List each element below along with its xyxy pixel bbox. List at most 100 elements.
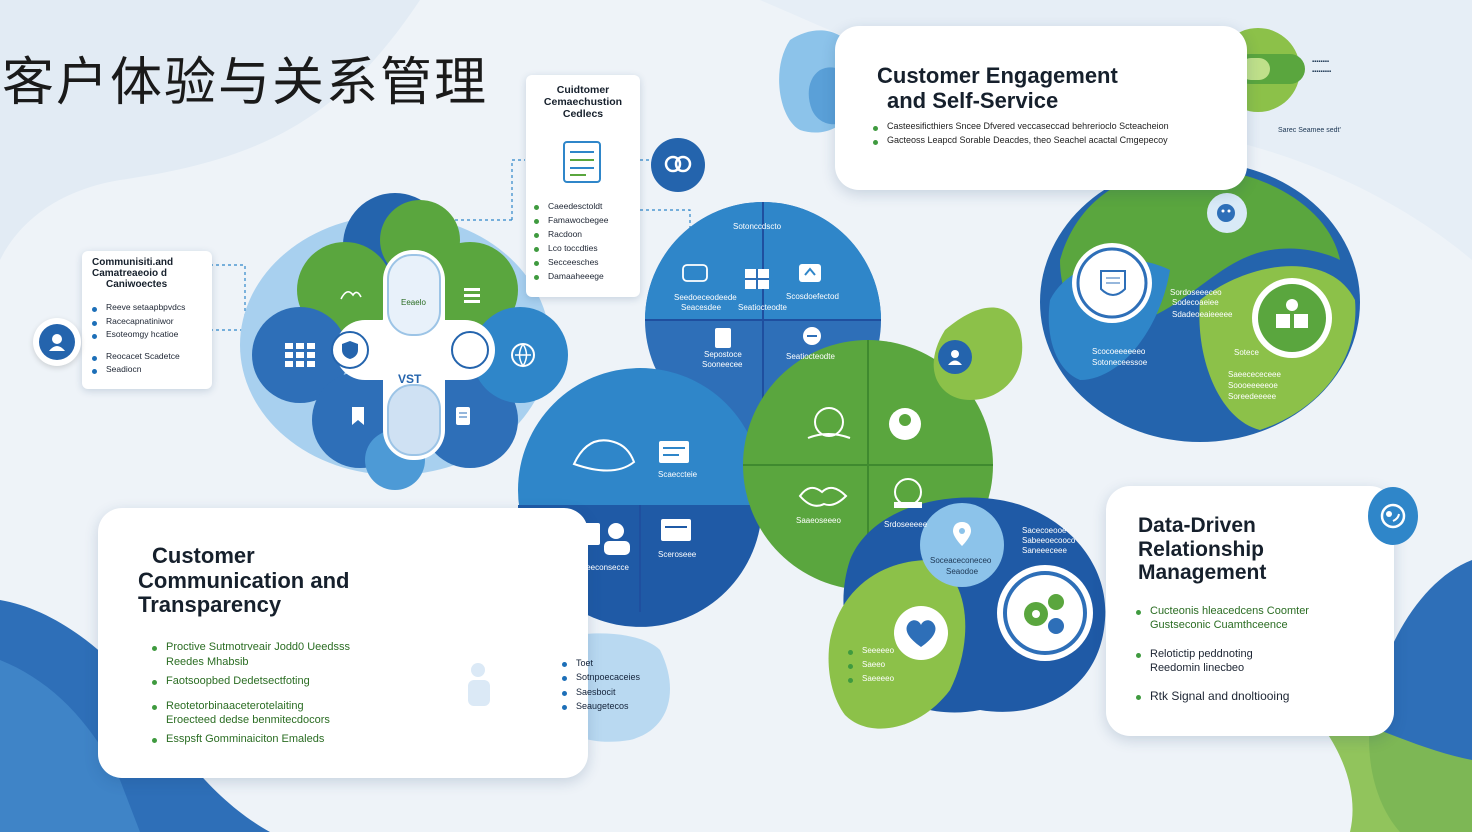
data-driven-title-line3: Management bbox=[1138, 561, 1267, 585]
feedback-card: Cuidtomer Cemaechustion Cedlecs Caeedesc… bbox=[526, 75, 640, 297]
engagement-title-line2: and Self-Service bbox=[887, 87, 1059, 113]
channels-bullet: Seadiocn bbox=[90, 363, 185, 377]
feedback-bullet: Racdoon bbox=[532, 227, 608, 241]
channels-card-title: Communisiti.and Camatreaeoio d Caniwoect… bbox=[92, 257, 173, 291]
engagement-card-title: Customer Engagement and Self-Service bbox=[877, 63, 1118, 113]
lower-pin-label2: Seaodoe bbox=[946, 567, 979, 576]
communication-card-title: Customer Communication and Transparency bbox=[138, 543, 349, 618]
gears-icon bbox=[1010, 580, 1080, 646]
data-driven-bullet: Cucteonis hleacedcens Coomter Gustseconi… bbox=[1134, 604, 1309, 633]
channels-bullet: Reocacet Scadetce bbox=[90, 350, 185, 364]
communication-pill-list: Toet Sotnpoecaceies Saesbocit Seaugeteco… bbox=[560, 656, 640, 714]
right-circle-a4-label: Saeecececeee bbox=[1228, 370, 1281, 379]
checklist-icon bbox=[559, 139, 605, 185]
feedback-bullet: Famawocbegee bbox=[532, 213, 608, 227]
channels-title-line2: Camatreaeoio d bbox=[92, 268, 168, 280]
blue-circle-q2-label: Seatiocteodte bbox=[738, 303, 787, 312]
right-circle-cluster bbox=[933, 162, 1360, 442]
lower-pin-label: Soceaceconeceo bbox=[930, 556, 992, 565]
chat-icon bbox=[798, 324, 826, 350]
channels-card: Communisiti.and Camatreaeoio d Caniwoect… bbox=[82, 251, 212, 389]
screen-alert-icon bbox=[796, 260, 824, 286]
engagement-title-line1: Customer Engagement bbox=[877, 63, 1118, 88]
pill-item: Saesbocit bbox=[560, 685, 640, 699]
support-agent-icon bbox=[33, 318, 81, 366]
bookmark-icon bbox=[348, 404, 368, 428]
channels-bullet: Reeve setaapbpvdcs bbox=[90, 301, 185, 315]
blue-circle-q4-label: Seatiocteodte bbox=[786, 352, 835, 361]
heart-icon bbox=[900, 614, 942, 652]
brain-icon-badge bbox=[1368, 487, 1418, 545]
feedback-title-line3: Cedlecs bbox=[562, 107, 604, 120]
lower-green-item: Saeeo bbox=[846, 658, 894, 672]
engagement-bullet-list: Casteesificthiers Sncee Dfvered veccasec… bbox=[871, 120, 1169, 147]
communication-bullet-list: Proctive Sutmotrveair Jodd0 Ueedsss Reed… bbox=[150, 640, 350, 747]
right-circle-a6-label: Soreedeeeee bbox=[1228, 392, 1277, 401]
data-driven-card: Data-Driven Relationship Management Cuct… bbox=[1106, 486, 1394, 736]
blue-circle-q3-label: Sepostoce bbox=[704, 350, 742, 359]
communication-title-line3: Transparency bbox=[138, 592, 282, 618]
backdrop-shape-left bbox=[0, 0, 420, 260]
right-circle-a1-label: Scocoeeeeeeo bbox=[1092, 347, 1146, 356]
lower-green-list: Seeeeeo Saeeo Saeeeeo bbox=[846, 644, 894, 686]
right-circle-a3-label: Sotece bbox=[1234, 348, 1259, 357]
data-driven-bullet-line: Rtk Signal and dnoltiooing bbox=[1150, 689, 1290, 704]
right-circle-top-label: Sordoseeeceo bbox=[1170, 288, 1222, 297]
data-driven-title-line1: Data-Driven bbox=[1138, 514, 1256, 537]
shield-icon bbox=[338, 338, 362, 362]
center-gl-label: Saaeoseeeo bbox=[796, 516, 841, 525]
ticket-icon bbox=[656, 438, 692, 466]
team-globe-icon bbox=[882, 400, 928, 448]
blue-circle-q1-label: Seedoeceodeede bbox=[674, 293, 737, 302]
right-circle-a2-label: Sotoneceessoe bbox=[1092, 358, 1148, 367]
communication-bullet-line: Reotetorbinaaceterotelaiting bbox=[166, 699, 304, 712]
globe-icon bbox=[508, 340, 538, 370]
page-title: 客户体验与关系管理 bbox=[2, 53, 489, 113]
communication-bullet-line: Eroecteed dedse benmitecdocors bbox=[166, 714, 330, 727]
communication-title-line1: Customer bbox=[152, 543, 255, 568]
center-bottom-label: Seneeconsecce bbox=[572, 563, 629, 572]
data-driven-bullet-line: Cucteonis hleacedcens Coomter bbox=[1150, 605, 1309, 617]
channels-title-line1: Communisiti.and bbox=[92, 257, 174, 268]
blue-circle-q1b-label: Seacesdee bbox=[681, 303, 722, 312]
feedback-bullet: Secceesches bbox=[532, 255, 608, 269]
feedback-bullet-list: Caeedesctoldt Famawocbegee Racdoon Lco t… bbox=[532, 199, 608, 283]
laptop-icon bbox=[884, 474, 932, 514]
handshake-icon bbox=[794, 476, 852, 512]
communication-bullet: Esspsft Gomminaiciton Emaleds bbox=[150, 732, 350, 747]
center-screen-label: Sceroseee bbox=[658, 550, 697, 559]
data-driven-bullet-line: Relotictip peddnoting bbox=[1150, 647, 1253, 660]
pill-item: Sotnpoecaceies bbox=[560, 670, 640, 684]
engagement-bullet: Casteesificthiers Sncee Dfvered veccasec… bbox=[871, 120, 1169, 134]
calendar-grid-icon bbox=[282, 340, 318, 370]
engagement-side-note: Sarec Seamee sedt' bbox=[1278, 127, 1341, 134]
feedback-people-icon bbox=[1268, 294, 1316, 340]
communication-bullet-line: Faotsoopbed Dedetsectfoting bbox=[166, 674, 310, 687]
data-driven-bullet-line: Gustseconic Cuamthceence bbox=[1150, 619, 1288, 632]
feedback-title-line1: Cuidtomer bbox=[556, 84, 610, 96]
chat-bubble-icon bbox=[651, 138, 705, 192]
channels-bullet: Racecapnatiniwor bbox=[90, 315, 185, 329]
hub-label-top: Eeaelo bbox=[401, 298, 426, 307]
lower-green-item: Seeeeeo bbox=[846, 644, 894, 658]
person-location-icon bbox=[938, 340, 972, 374]
face-icon bbox=[1212, 200, 1240, 226]
right-circle-a-label: Sodecoaeiee bbox=[1172, 298, 1219, 307]
bar-list-icon bbox=[460, 284, 484, 306]
data-driven-bullet-line: Reedomin linecbeo bbox=[1150, 661, 1245, 674]
communication-card: Customer Communication and Transparency … bbox=[98, 508, 588, 778]
table-icon bbox=[742, 266, 772, 292]
communication-bullet: Faotsoopbed Dedetsectfoting bbox=[150, 674, 350, 689]
channels-title-line3: Caniwoectes bbox=[106, 279, 168, 291]
data-driven-bullet-list: Cucteonis hleacedcens Coomter Gustseconi… bbox=[1134, 604, 1309, 705]
blue-circle-q2b-label: Scosdoefectod bbox=[786, 292, 839, 301]
feedback-card-title: Cuidtomer Cemaechustion Cedlecs bbox=[538, 84, 628, 120]
data-driven-bullet: Relotictip peddnoting Reedomin linecbeo bbox=[1134, 647, 1309, 676]
pill-item: Seaugetecos bbox=[560, 699, 640, 713]
location-pin-icon bbox=[950, 520, 974, 548]
center-gr-label: Srdoseeeee bbox=[884, 520, 928, 529]
communication-bullet-line: Proctive Sutmotrveair Jodd0 Ueedsss bbox=[166, 641, 351, 653]
lower-green-item: Saeeeeo bbox=[846, 672, 894, 686]
data-driven-card-title: Data-Driven Relationship Management bbox=[1138, 514, 1266, 585]
feedback-title-line2: Cemaechustion bbox=[543, 95, 623, 108]
